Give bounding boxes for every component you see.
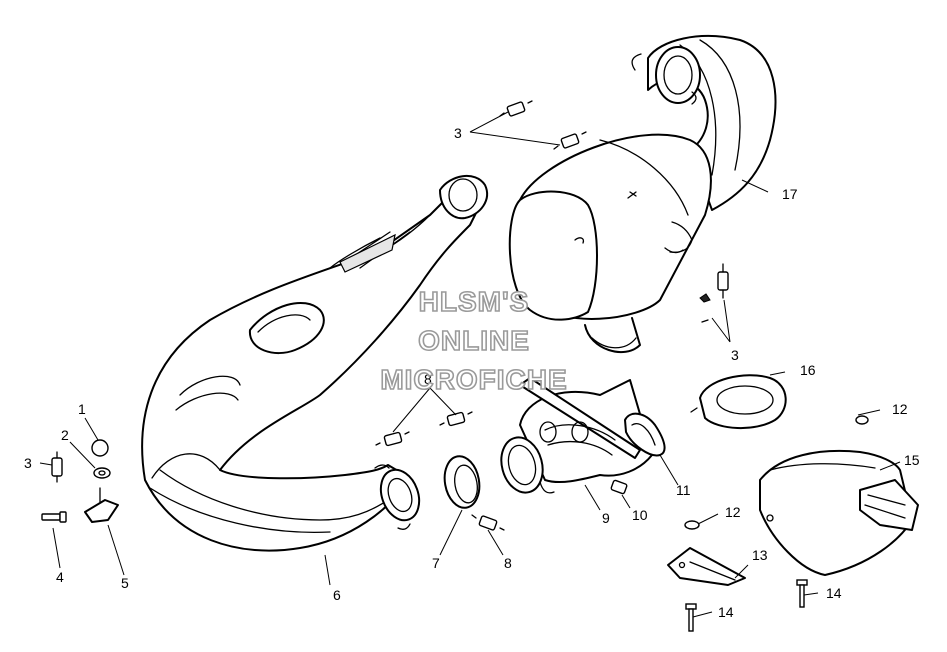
callout-3-right: 3 — [731, 347, 739, 363]
bolt-part-14-a — [685, 603, 697, 632]
callout-11: 11 — [676, 482, 691, 498]
spring-part-8-c — [471, 514, 505, 531]
exhaust-manifold — [500, 377, 653, 494]
callout-3-top: 3 — [454, 125, 462, 141]
callout-6: 6 — [333, 587, 341, 603]
grommet-part-1 — [91, 439, 109, 457]
callout-labels: 3 17 3 16 12 15 12 13 14 14 11 10 9 8 7 … — [24, 125, 920, 620]
leader-lines — [39, 111, 901, 618]
callout-13: 13 — [752, 547, 768, 563]
spring-part-8-b — [439, 411, 473, 427]
spring-part-3-left — [51, 451, 63, 483]
callout-5: 5 — [121, 575, 129, 591]
spring-part-8-a — [375, 431, 410, 447]
bracket-part-5 — [84, 487, 119, 523]
heat-shield — [759, 449, 919, 576]
watermark-line-1: HLSM'S — [419, 286, 530, 317]
fitting-part-10 — [610, 479, 628, 495]
spring-part-3-top — [499, 100, 587, 150]
callout-14-right: 14 — [826, 585, 842, 601]
sealing-ring — [443, 455, 481, 509]
callout-15: 15 — [904, 452, 920, 468]
callout-1: 1 — [78, 401, 86, 417]
watermark: HLSM'S ONLINE MICROFICHE — [380, 285, 568, 396]
expansion-chamber — [141, 175, 488, 552]
callout-9: 9 — [602, 510, 610, 526]
watermark-line-2: ONLINE — [418, 325, 530, 356]
spring-part-3-right — [699, 263, 729, 323]
muffler-assembly — [508, 35, 777, 354]
callout-4: 4 — [56, 569, 64, 585]
outlet-gasket — [690, 374, 787, 430]
callout-12-mid: 12 — [725, 504, 741, 520]
callout-3-left: 3 — [24, 455, 32, 471]
manifold-gasket — [624, 412, 666, 457]
washer-part-2 — [93, 467, 111, 479]
washer-part-12-a — [855, 415, 869, 425]
callout-2: 2 — [61, 427, 69, 443]
callout-10: 10 — [632, 507, 648, 523]
washer-part-12-b — [684, 520, 700, 530]
watermark-line-3: MICROFICHE — [380, 364, 567, 395]
callout-8-top: 8 — [424, 371, 432, 387]
callout-17: 17 — [782, 186, 798, 202]
callout-12-top: 12 — [892, 401, 908, 417]
callout-7: 7 — [432, 555, 440, 571]
callout-14-left: 14 — [718, 604, 734, 620]
bolt-part-14-b — [796, 579, 808, 608]
mounting-bracket — [667, 547, 746, 586]
bolt-part-4 — [41, 511, 67, 523]
callout-16: 16 — [800, 362, 816, 378]
callout-8-bottom: 8 — [504, 555, 512, 571]
